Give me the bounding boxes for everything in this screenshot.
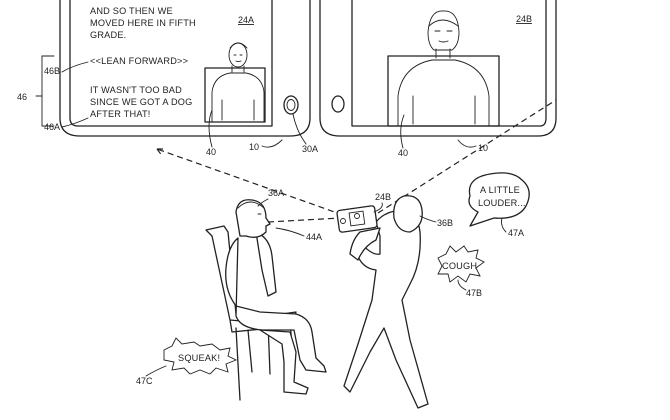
ref-label-10-left: 10 xyxy=(249,142,259,152)
screen-text-line-3: GRADE. xyxy=(90,30,126,40)
seated-person-arm xyxy=(256,232,276,296)
screen-text-line-2: MOVED HERE IN FIFTH xyxy=(90,18,196,28)
seated-person-body xyxy=(226,238,326,372)
ref-label-47a: 47A xyxy=(508,228,524,238)
speech-text-line-1: A LITTLE xyxy=(480,185,520,195)
ref-label-24a: 24A xyxy=(238,15,254,25)
sight-line xyxy=(268,218,340,222)
cough-text: COUGH xyxy=(442,261,477,271)
leader-47c xyxy=(146,366,166,376)
left-device: AND SO THEN WE MOVED HERE IN FIFTH GRADE… xyxy=(60,0,310,136)
ref-label-46b: 46B xyxy=(44,66,60,76)
leader-10-right xyxy=(458,140,476,147)
left-screen-inset-frame xyxy=(205,68,265,122)
screen-text-line-1: AND SO THEN WE xyxy=(90,6,173,16)
screen-text-line-4: <<LEAN FORWARD>> xyxy=(90,56,188,66)
speech-text-line-2: LOUDER... xyxy=(478,198,526,208)
leader-40-right xyxy=(401,115,404,148)
handheld-phone xyxy=(337,205,378,232)
ref-label-44a: 44A xyxy=(306,232,322,242)
camera-icon xyxy=(284,96,298,114)
seated-person xyxy=(206,200,326,400)
ref-label-36a: 36A xyxy=(268,188,284,198)
ref-label-46: 46 xyxy=(17,92,27,102)
ref-label-47c: 47C xyxy=(136,376,153,386)
right-person-figure xyxy=(398,11,489,126)
leader-47a xyxy=(502,218,507,232)
phone-body xyxy=(337,205,378,232)
ref-label-24b: 24B xyxy=(375,192,391,202)
leader-36b xyxy=(420,216,436,222)
squeak-text: SQUEAK! xyxy=(178,353,220,363)
ref-label-47b: 47B xyxy=(466,288,482,298)
ref-label-24b-screen: 24B xyxy=(516,14,532,24)
screen-text-line-7: AFTER THAT! xyxy=(90,109,151,119)
right-device: 24B xyxy=(320,0,556,136)
screen-text-line-5: IT WASN'T TOO BAD xyxy=(90,85,182,95)
inset-person-figure xyxy=(212,43,264,122)
leader-44a xyxy=(276,228,304,236)
ref-label-46a: 46A xyxy=(44,122,60,132)
standing-person-head xyxy=(394,196,423,232)
right-screen-inset-frame xyxy=(388,56,499,126)
speech-bubble-louder: A LITTLE LOUDER... xyxy=(469,173,529,226)
bracket-46: 46 46B 46A xyxy=(17,56,88,132)
camera-lens-icon xyxy=(287,100,295,111)
ref-label-40-right: 40 xyxy=(398,148,408,158)
squeak-burst: SQUEAK! xyxy=(164,338,236,374)
ref-label-30a: 30A xyxy=(302,144,318,154)
camera-icon xyxy=(332,96,344,112)
screen-text-line-6: SINCE WE GOT A DOG xyxy=(90,97,192,107)
ref-label-36b: 36B xyxy=(437,218,453,228)
leader-30a xyxy=(293,114,306,144)
cough-burst: COUGH xyxy=(438,246,484,282)
ref-label-40-left: 40 xyxy=(206,147,216,157)
leader-10-left xyxy=(262,140,282,147)
leader-46b xyxy=(62,62,88,72)
